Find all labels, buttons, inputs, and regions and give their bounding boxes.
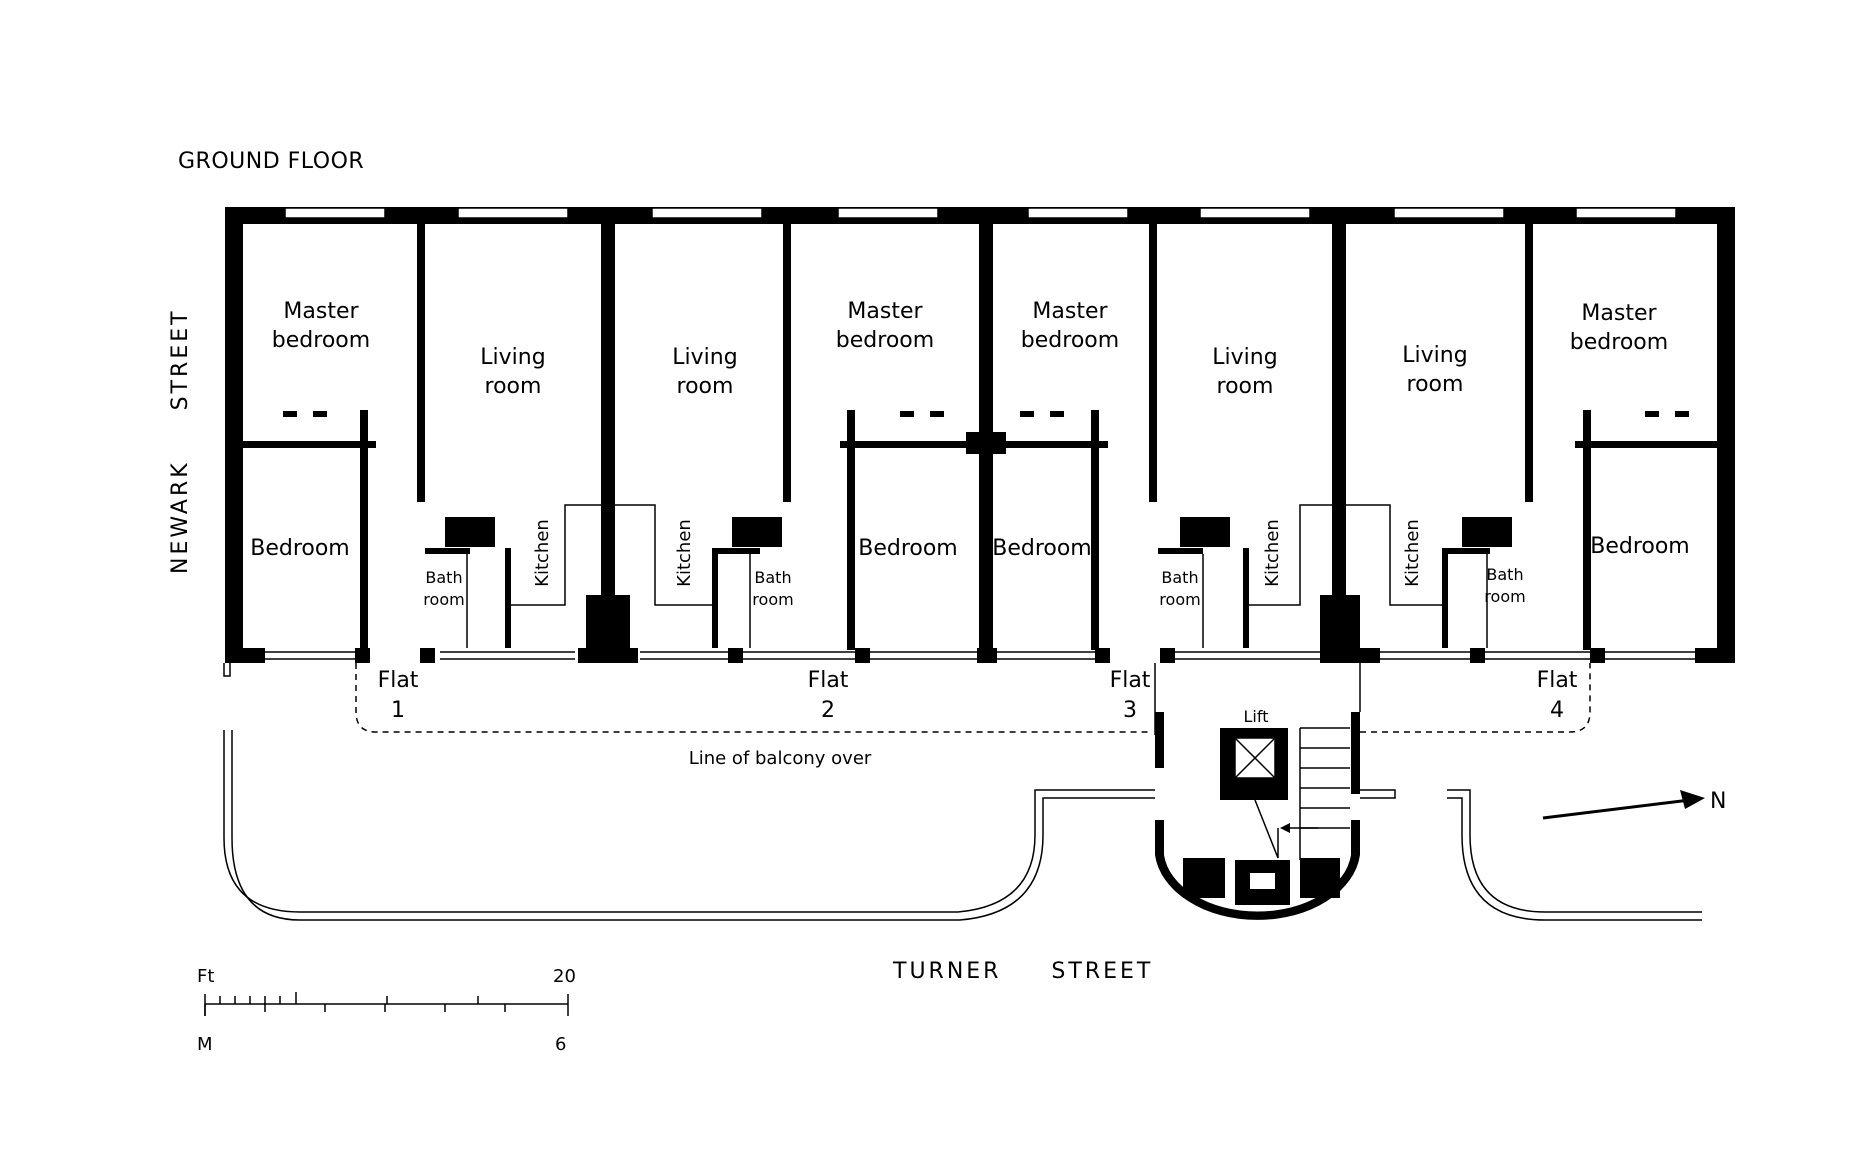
master-bedroom-label: Master [283,299,359,324]
master-bedroom-label: Master [1032,299,1108,324]
left-wall [225,207,243,663]
flat-number: 1 [391,698,405,723]
kitchen-label: Kitchen [1262,519,1283,587]
flat-label: Flat [1537,668,1578,693]
bathroom-label: Bath [1161,568,1198,587]
stair-tower: Lift [1154,663,1361,920]
right-wall [1717,207,1735,663]
balcony-line [355,663,1150,733]
bathroom-label: Bath [754,568,791,587]
bottom-windows [265,651,1695,660]
fittings [466,504,1488,648]
flat-number: 4 [1550,698,1564,723]
living-room-label: Living [480,345,545,370]
street-label-front: TURNER STREET [892,959,1153,984]
master-bedroom-label: bedroom [836,328,934,353]
flat-label: Flat [378,668,419,693]
arrow-icon [1280,823,1290,833]
bottom-wall [225,648,1735,663]
bathroom-label: Bath [1486,565,1523,584]
flat-label: Flat [1110,668,1151,693]
scale-unit-feet: Ft [197,966,214,987]
master-bedroom-label: bedroom [272,328,370,353]
scale-unit-metres: M [197,1034,213,1055]
bathroom-label: room [752,590,793,609]
north-arrow: N [1542,789,1726,820]
flat-number: 2 [821,698,835,723]
flat-label: Flat [808,668,849,693]
bedroom-label: Bedroom [250,536,350,561]
living-room-label: room [677,374,734,399]
living-room-label: room [1217,374,1274,399]
top-windows [284,207,1677,219]
building: Master bedroom Living room Living room M… [225,207,1735,663]
scale-value-feet: 20 [553,966,576,987]
plan-title: GROUND FLOOR [178,149,364,174]
internal-walls [243,222,1717,650]
scale-value-metres: 6 [555,1034,566,1055]
bedroom-label: Bedroom [858,536,958,561]
living-room-label: room [485,374,542,399]
bathroom-label: room [1159,590,1200,609]
master-bedroom-label: Master [1581,301,1657,326]
bedroom-label: Bedroom [1590,534,1690,559]
scale-bar: Ft 20 M 6 [197,966,576,1055]
kitchen-label: Kitchen [674,519,695,587]
boundary-walls [223,663,1702,921]
living-room-label: room [1407,372,1464,397]
bathroom-label: room [423,590,464,609]
north-arrow-icon [1680,790,1705,809]
north-label: N [1710,789,1726,814]
flat-labels: Flat 1 Flat 2 Flat 3 Flat 4 [378,668,1578,723]
balcony-line [1360,663,1591,733]
master-bedroom-label: bedroom [1021,328,1119,353]
master-bedroom-label: Master [847,299,923,324]
living-room-label: Living [1212,345,1277,370]
street-label-side: NEWARK STREET [168,308,193,574]
bathroom-label: Bath [425,568,462,587]
bedroom-label: Bedroom [992,536,1092,561]
party-walls [586,222,1360,655]
top-wall [225,207,1735,224]
flat-number: 3 [1123,698,1137,723]
living-room-label: Living [672,345,737,370]
kitchen-label: Kitchen [532,519,553,587]
kitchen-label: Kitchen [1402,519,1423,587]
balcony-note: Line of balcony over [689,748,872,769]
bathroom-label: room [1484,587,1525,606]
master-bedroom-label: bedroom [1570,330,1668,355]
room-labels: Master bedroom Living room Living room M… [250,299,1690,609]
living-room-label: Living [1402,343,1467,368]
lift-label: Lift [1244,707,1269,726]
